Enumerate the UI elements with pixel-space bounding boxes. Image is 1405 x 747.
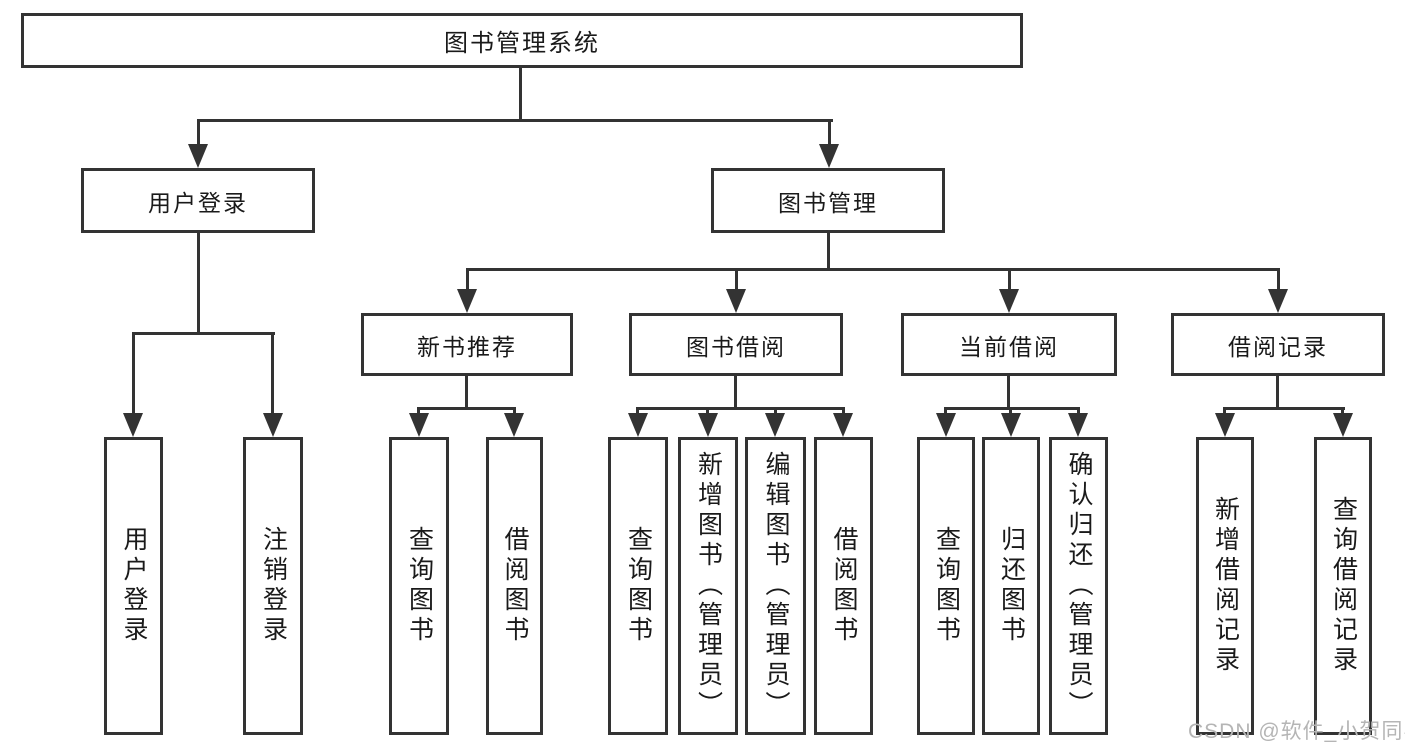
arrow-down-icon xyxy=(1268,289,1288,313)
connector-drop-leaf xyxy=(774,407,777,415)
arrow-down-icon xyxy=(504,413,524,437)
node-label: 借阅记录 xyxy=(1228,333,1328,360)
connector-root-branch xyxy=(197,119,833,122)
leaf-borrow-books: 借阅图书 xyxy=(814,437,873,735)
connector-borrow-records-stem xyxy=(1276,374,1279,410)
arrow-down-icon xyxy=(1001,413,1021,437)
connector-drop-leaf xyxy=(271,332,274,415)
arrow-down-icon xyxy=(936,413,956,437)
connector-drop-leaf xyxy=(944,407,947,415)
arrow-down-icon xyxy=(999,289,1019,313)
connector-drop-leaf xyxy=(1009,407,1012,415)
connector-drop-leaf xyxy=(842,407,845,415)
leaf-label: 用户登录 xyxy=(120,526,148,646)
leaf-label: 借阅图书 xyxy=(830,526,858,646)
node-label: 当前借阅 xyxy=(959,333,1059,360)
connector-drop-leaf xyxy=(1077,407,1080,415)
arrow-down-icon xyxy=(123,413,143,437)
connector-drop-leaf xyxy=(417,407,420,415)
leaf-return-books: 归还图书 xyxy=(982,437,1040,735)
leaf-label: 查询图书 xyxy=(624,526,653,646)
arrow-down-icon xyxy=(628,413,648,437)
connector-drop-new-book xyxy=(466,268,469,291)
leaf-query-books: 查询图书 xyxy=(389,437,449,735)
leaf-query-borrow-record: 查询借阅记录 xyxy=(1314,437,1372,735)
connector-book-borrow-branch xyxy=(636,407,845,410)
connector-new-book-branch xyxy=(417,407,516,410)
arrow-down-icon xyxy=(1333,413,1353,437)
node-new-book-recommend: 新书推荐 xyxy=(361,313,573,376)
connector-current-borrow-stem xyxy=(1007,374,1010,410)
connector-book-management-branch xyxy=(466,268,1279,271)
arrow-down-icon xyxy=(409,413,429,437)
leaf-label: 借阅图书 xyxy=(501,526,529,646)
leaf-label: 新增图书（管理员） xyxy=(694,451,723,721)
leaf-label: 归还图书 xyxy=(997,526,1026,646)
leaf-label: 编辑图书（管理员） xyxy=(762,451,790,721)
leaf-query-books: 查询图书 xyxy=(608,437,668,735)
connector-root-stem xyxy=(519,68,522,121)
arrow-down-icon xyxy=(188,144,208,168)
connector-new-book-stem xyxy=(465,374,468,410)
arrow-down-icon xyxy=(263,413,283,437)
leaf-logout: 注销登录 xyxy=(243,437,303,735)
connector-book-management-stem xyxy=(827,231,830,271)
node-label: 新书推荐 xyxy=(417,333,517,360)
leaf-user-login: 用户登录 xyxy=(104,437,163,735)
node-label: 图书管理系统 xyxy=(444,30,600,57)
connector-drop-leaf xyxy=(1341,407,1344,415)
arrow-down-icon xyxy=(833,413,853,437)
arrow-down-icon xyxy=(1215,413,1235,437)
leaf-add-books-admin: 新增图书（管理员） xyxy=(678,437,738,735)
node-label: 图书管理 xyxy=(778,189,878,216)
connector-drop-leaf xyxy=(1223,407,1226,415)
connector-drop-user-login xyxy=(197,119,200,146)
connector-drop-borrow-records xyxy=(1277,268,1280,291)
leaf-label: 确认归还（管理员） xyxy=(1065,451,1093,721)
leaf-add-borrow-record: 新增借阅记录 xyxy=(1196,437,1254,735)
leaf-confirm-return-admin: 确认归还（管理员） xyxy=(1049,437,1108,735)
leaf-label: 查询图书 xyxy=(932,526,961,646)
leaf-query-books: 查询图书 xyxy=(917,437,975,735)
connector-drop-current-borrow xyxy=(1008,268,1011,291)
leaf-borrow-books: 借阅图书 xyxy=(486,437,543,735)
leaf-edit-books-admin: 编辑图书（管理员） xyxy=(745,437,806,735)
arrow-down-icon xyxy=(698,413,718,437)
connector-book-borrow-stem xyxy=(734,374,737,410)
node-library-management-system: 图书管理系统 xyxy=(21,13,1023,68)
node-borrow-records: 借阅记录 xyxy=(1171,313,1385,376)
connector-user-login-branch xyxy=(132,332,275,335)
node-label: 图书借阅 xyxy=(686,333,786,360)
connector-drop-leaf xyxy=(706,407,709,415)
leaf-label: 查询图书 xyxy=(405,526,434,646)
connector-drop-leaf xyxy=(636,407,639,415)
arrow-down-icon xyxy=(819,144,839,168)
arrow-down-icon xyxy=(457,289,477,313)
leaf-label: 注销登录 xyxy=(259,526,288,646)
node-label: 用户登录 xyxy=(148,189,248,216)
connector-borrow-records-branch xyxy=(1223,407,1345,410)
connector-drop-book-borrow xyxy=(735,268,738,291)
arrow-down-icon xyxy=(1068,413,1088,437)
connector-current-borrow-branch xyxy=(944,407,1080,410)
node-current-borrow: 当前借阅 xyxy=(901,313,1117,376)
connector-user-login-stem xyxy=(197,231,200,335)
node-book-management: 图书管理 xyxy=(711,168,945,233)
connector-drop-book-management xyxy=(828,119,831,146)
arrow-down-icon xyxy=(765,413,785,437)
node-user-login: 用户登录 xyxy=(81,168,315,233)
leaf-label: 查询借阅记录 xyxy=(1329,496,1358,676)
arrow-down-icon xyxy=(726,289,746,313)
connector-drop-leaf xyxy=(132,332,135,415)
node-book-borrow: 图书借阅 xyxy=(629,313,843,376)
connector-drop-leaf xyxy=(513,407,516,415)
csdn-watermark: CSDN @软件_小贺同学 xyxy=(1188,720,1405,743)
leaf-label: 新增借阅记录 xyxy=(1211,496,1240,676)
